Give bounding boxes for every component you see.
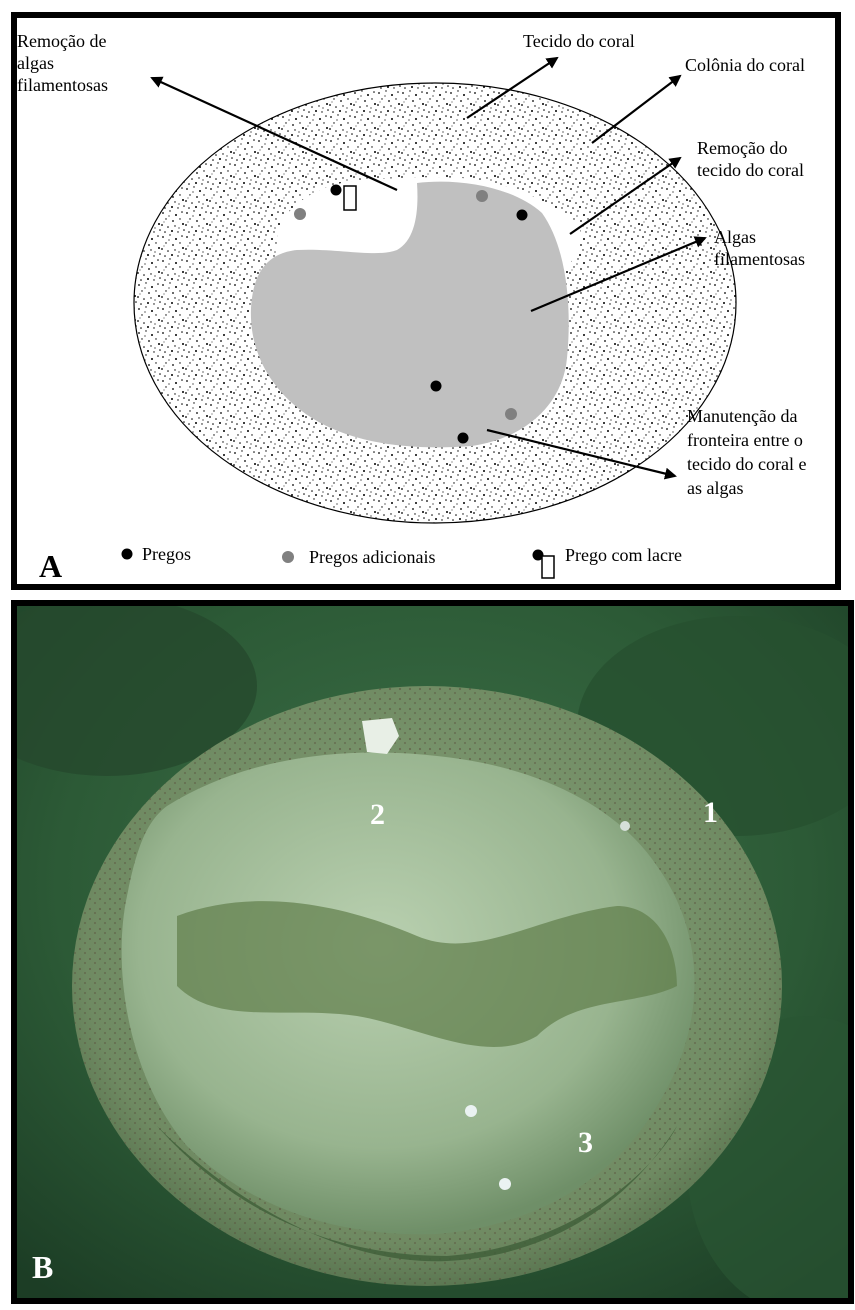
marker-3: 3 — [578, 1126, 593, 1160]
diagram-panel-a: Remoção de algas filamentosas Tecido do … — [11, 12, 841, 590]
nail-marker — [331, 185, 342, 196]
nail-head — [499, 1178, 511, 1190]
legend-seal-icon — [542, 556, 554, 578]
additional-nail-marker — [505, 408, 517, 420]
panel-letter-a: A — [39, 548, 62, 585]
marker-2: 2 — [370, 798, 385, 832]
legend-additional-nail-icon — [282, 551, 294, 563]
label-algas-filamentosas: Algas filamentosas — [714, 226, 805, 270]
nail-head — [465, 1105, 477, 1117]
nail-marker — [431, 381, 442, 392]
seal-marker — [344, 186, 356, 210]
legend-prego-lacre-label: Prego com lacre — [565, 544, 682, 566]
nail-marker — [458, 433, 469, 444]
marker-1: 1 — [703, 796, 718, 830]
coral-photo — [17, 606, 848, 1298]
photo-panel-b: 1 2 3 B — [11, 600, 854, 1304]
nail-marker — [517, 210, 528, 221]
legend-pregos-label: Pregos — [142, 543, 191, 565]
label-colonia-coral: Colônia do coral — [685, 54, 805, 76]
label-remocao-tecido: Remoção do tecido do coral — [697, 137, 804, 181]
legend-nail-icon — [122, 549, 133, 560]
additional-nail-marker — [294, 208, 306, 220]
legend-pregos-adicionais-label: Pregos adicionais — [309, 546, 435, 568]
arrow-colonia-coral — [592, 76, 680, 143]
additional-nail-marker — [476, 190, 488, 202]
nail-head — [620, 821, 630, 831]
panel-letter-b: B — [32, 1249, 53, 1286]
label-remocao-algas: Remoção de algas filamentosas — [17, 30, 108, 96]
label-manutencao: Manutenção da fronteira entre o tecido d… — [687, 404, 806, 500]
label-tecido-coral: Tecido do coral — [523, 30, 635, 52]
